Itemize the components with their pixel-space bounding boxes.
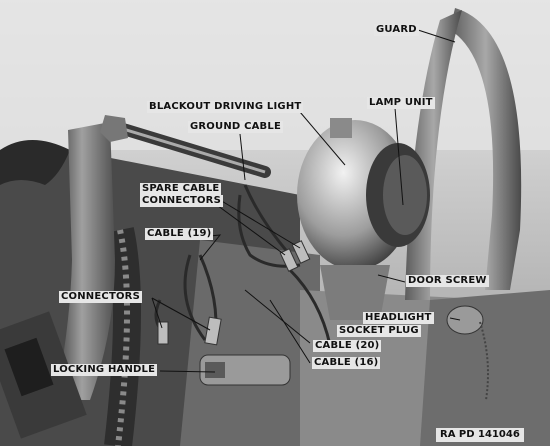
lamp-top-bolt (330, 118, 352, 138)
left-post (55, 122, 115, 400)
label-socket-plug-line2: SOCKET PLUG (337, 325, 421, 337)
label-blackout-driving-light: BLACKOUT DRIVING LIGHT (147, 101, 304, 113)
lower-plate (420, 290, 550, 446)
fender-panel (180, 240, 320, 446)
locking-handle-grip (205, 362, 225, 378)
wiring (154, 184, 332, 346)
label-cable-20: CABLE (20) (313, 340, 382, 352)
label-spare-cable-line2: CONNECTORS (140, 195, 223, 207)
guard (450, 8, 522, 290)
locking-rod-highlight (109, 123, 266, 174)
label-spare-cable-line1: SPARE CABLE (140, 183, 222, 195)
label-guard: GUARD (374, 24, 419, 36)
bracket-hole (4, 337, 54, 397)
lamp-mount (320, 265, 390, 320)
label-cable-19: CABLE (19) (145, 228, 214, 240)
hook (0, 140, 70, 185)
label-lamp-unit: LAMP UNIT (367, 97, 435, 109)
label-door-screw: DOOR SCREW (406, 275, 489, 287)
leader-lines (151, 29, 461, 373)
lamp-unit (383, 155, 427, 235)
tow-rope-texture (115, 229, 131, 446)
label-ground-cable: GROUND CABLE (188, 121, 283, 133)
plate-number: RA PD 141046 (436, 428, 524, 442)
rod-nut (100, 115, 128, 142)
label-headlight-line1: HEADLIGHT (363, 312, 434, 324)
label-cable-16: CABLE (16) (312, 357, 381, 369)
label-locking-handle: LOCKING HANDLE (51, 364, 158, 376)
headlight-socket-plug (446, 305, 484, 335)
label-connectors: CONNECTORS (59, 291, 142, 303)
